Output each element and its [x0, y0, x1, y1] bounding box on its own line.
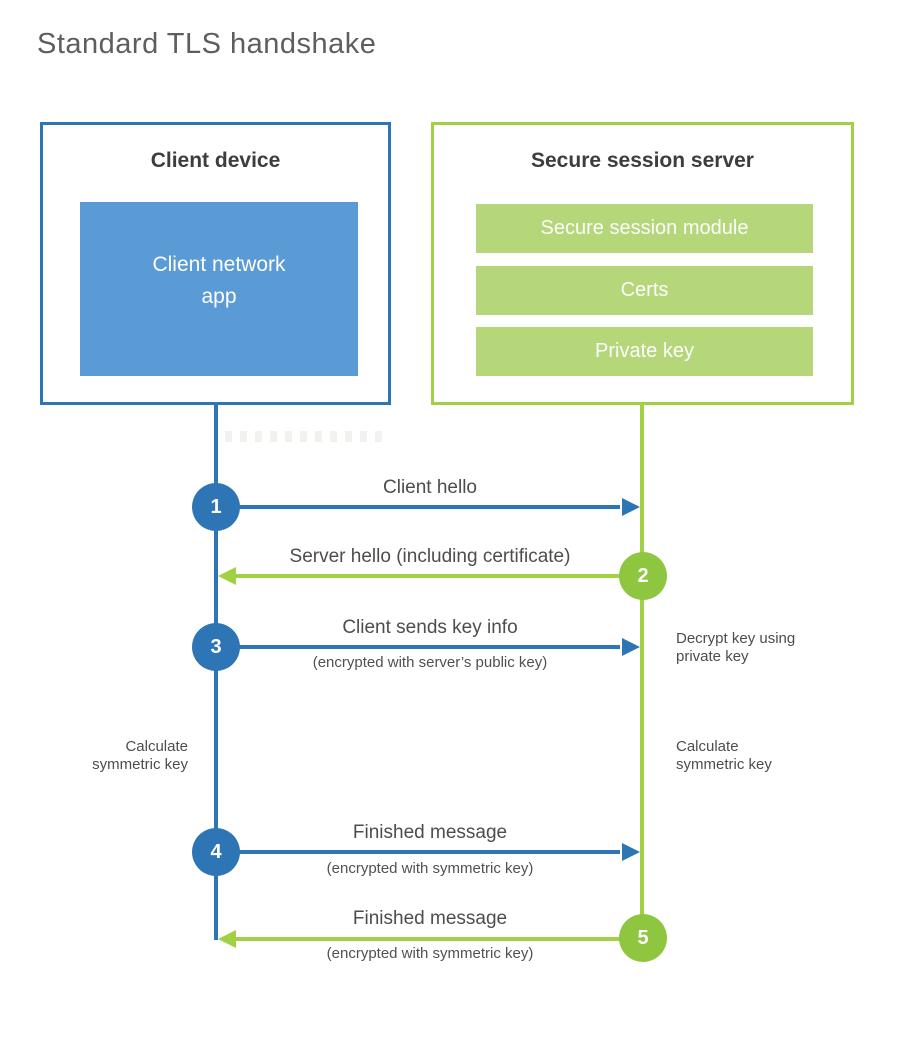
secure-session-module-bar: Secure session module — [476, 204, 813, 253]
step1-arrowhead-right-icon — [622, 498, 640, 516]
step4-label: Finished message — [352, 822, 508, 843]
secure-session-server-title: Secure session server — [531, 149, 754, 172]
calculate-symmetric-key-note-server: Calculate symmetric key — [676, 738, 772, 773]
server-lifeline — [640, 405, 644, 938]
private-key-bar: Private key — [476, 327, 813, 376]
step3-arrow-line — [216, 645, 620, 649]
client-device-box: Client device Client network app — [40, 122, 391, 405]
step3-label: Client sends key info — [342, 617, 518, 638]
client-network-app-box: Client network app — [80, 202, 358, 376]
decrypt-key-note: Decrypt key using private key — [676, 630, 796, 665]
step4-arrow-line — [216, 850, 620, 854]
step3-arrowhead-right-icon — [622, 638, 640, 656]
certs-bar: Certs — [476, 266, 813, 315]
step1-arrow-line — [216, 505, 620, 509]
calculate-symmetric-key-note-client: Calculate symmetric key — [92, 738, 188, 773]
step4-sublabel: (encrypted with symmetric key) — [326, 860, 534, 877]
step5-sublabel: (encrypted with symmetric key) — [326, 945, 534, 962]
step5-circle: 5 — [619, 914, 667, 962]
client-lifeline — [214, 405, 218, 940]
step5-label: Finished message — [352, 908, 508, 929]
step2-circle: 2 — [619, 552, 667, 600]
faded-dashed-line — [225, 431, 387, 442]
step2-arrow-line — [236, 574, 643, 578]
step3-sublabel: (encrypted with server’s public key) — [312, 654, 548, 671]
step5-arrowhead-left-icon — [218, 930, 236, 948]
client-device-title: Client device — [150, 149, 281, 172]
step5-arrow-line — [236, 937, 643, 941]
step2-label: Server hello (including certificate) — [289, 546, 571, 567]
client-network-app-label: Client network app — [152, 253, 286, 308]
step2-arrowhead-left-icon — [218, 567, 236, 585]
step1-label: Client hello — [383, 477, 477, 498]
step1-circle: 1 — [192, 483, 240, 531]
page-title: Standard TLS handshake — [37, 28, 377, 60]
step3-circle: 3 — [192, 623, 240, 671]
step4-arrowhead-right-icon — [622, 843, 640, 861]
secure-session-server-box: Secure session server Secure session mod… — [431, 122, 854, 405]
step4-circle: 4 — [192, 828, 240, 876]
